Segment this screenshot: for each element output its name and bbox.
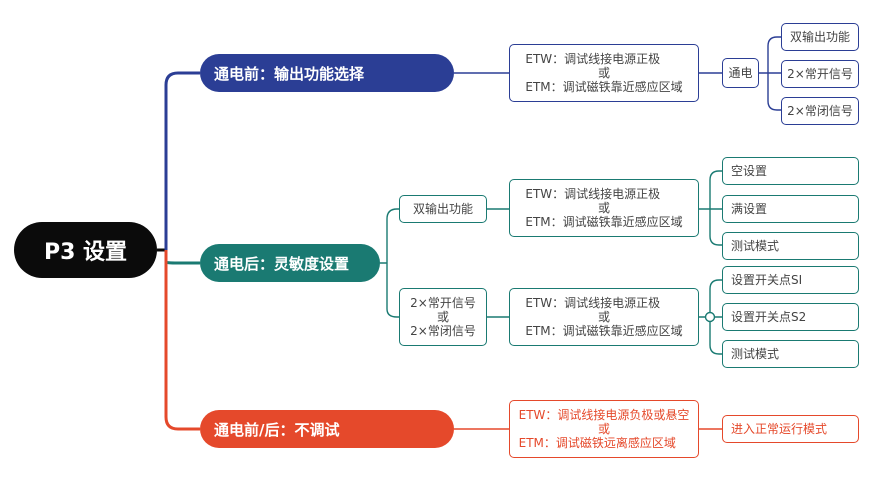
branch-power-on-sensitivity: 通电后：灵敏度设置 xyxy=(200,244,380,282)
result-normal-operation: 进入正常运行模式 xyxy=(722,415,859,443)
condition-etw-text: ETW：调试线接电源正极 xyxy=(525,187,661,201)
label-or: 或 xyxy=(436,310,449,324)
condition-or-text: 或 xyxy=(597,310,610,324)
condition-or-text: 或 xyxy=(597,66,610,80)
condition-etm-text: ETM：调试磁铁靠近感应区域 xyxy=(525,80,683,94)
sub1-condition-box: ETW：调试线接电源正极 或 ETM：调试磁铁靠近感应区域 xyxy=(509,179,699,237)
condition-etm-text: ETM：调试磁铁靠近感应区域 xyxy=(525,215,683,229)
result-full-setting: 满设置 xyxy=(722,195,859,223)
power-on-box: 通电 xyxy=(722,58,759,88)
branch-power-off-output-select: 通电前：输出功能选择 xyxy=(200,54,454,92)
option-2x-normally-closed: 2×常闭信号 xyxy=(781,97,859,125)
root-node: P3 设置 xyxy=(14,222,157,278)
condition-or-text: 或 xyxy=(597,201,610,215)
label-normally-open: 2×常开信号 xyxy=(410,296,476,310)
condition-etw-text: ETW：调试线接电源正极 xyxy=(525,52,661,66)
result-set-switch-point-s2: 设置开关点S2 xyxy=(722,303,859,331)
result-empty-setting: 空设置 xyxy=(722,157,859,185)
sub2-condition-box: ETW：调试线接电源正极 或 ETM：调试磁铁靠近感应区域 xyxy=(509,288,699,346)
condition-etw-text: ETW：调试线接电源负极或悬空 xyxy=(518,408,690,422)
condition-etm-text: ETM：调试磁铁靠近感应区域 xyxy=(525,324,683,338)
result-test-mode: 测试模式 xyxy=(722,232,859,260)
condition-etm-text: ETM：调试磁铁远离感应区域 xyxy=(518,436,676,450)
label-normally-closed: 2×常闭信号 xyxy=(410,324,476,338)
option-2x-normally-open: 2×常开信号 xyxy=(781,60,859,88)
branch1-condition-box: ETW：调试线接电源正极 或 ETM：调试磁铁靠近感应区域 xyxy=(509,44,699,102)
sub-2x-signal-box: 2×常开信号 或 2×常闭信号 xyxy=(399,288,487,346)
option-dual-output: 双输出功能 xyxy=(781,23,859,51)
condition-etw-text: ETW：调试线接电源正极 xyxy=(525,296,661,310)
condition-or-text: 或 xyxy=(597,422,610,436)
result-set-switch-point-s1: 设置开关点SI xyxy=(722,266,859,294)
sub-dual-output-box: 双输出功能 xyxy=(399,195,487,223)
branch3-condition-box: ETW：调试线接电源负极或悬空 或 ETM：调试磁铁远离感应区域 xyxy=(509,400,699,458)
result-test-mode-2: 测试模式 xyxy=(722,340,859,368)
branch-no-adjust: 通电前/后：不调试 xyxy=(200,410,454,448)
